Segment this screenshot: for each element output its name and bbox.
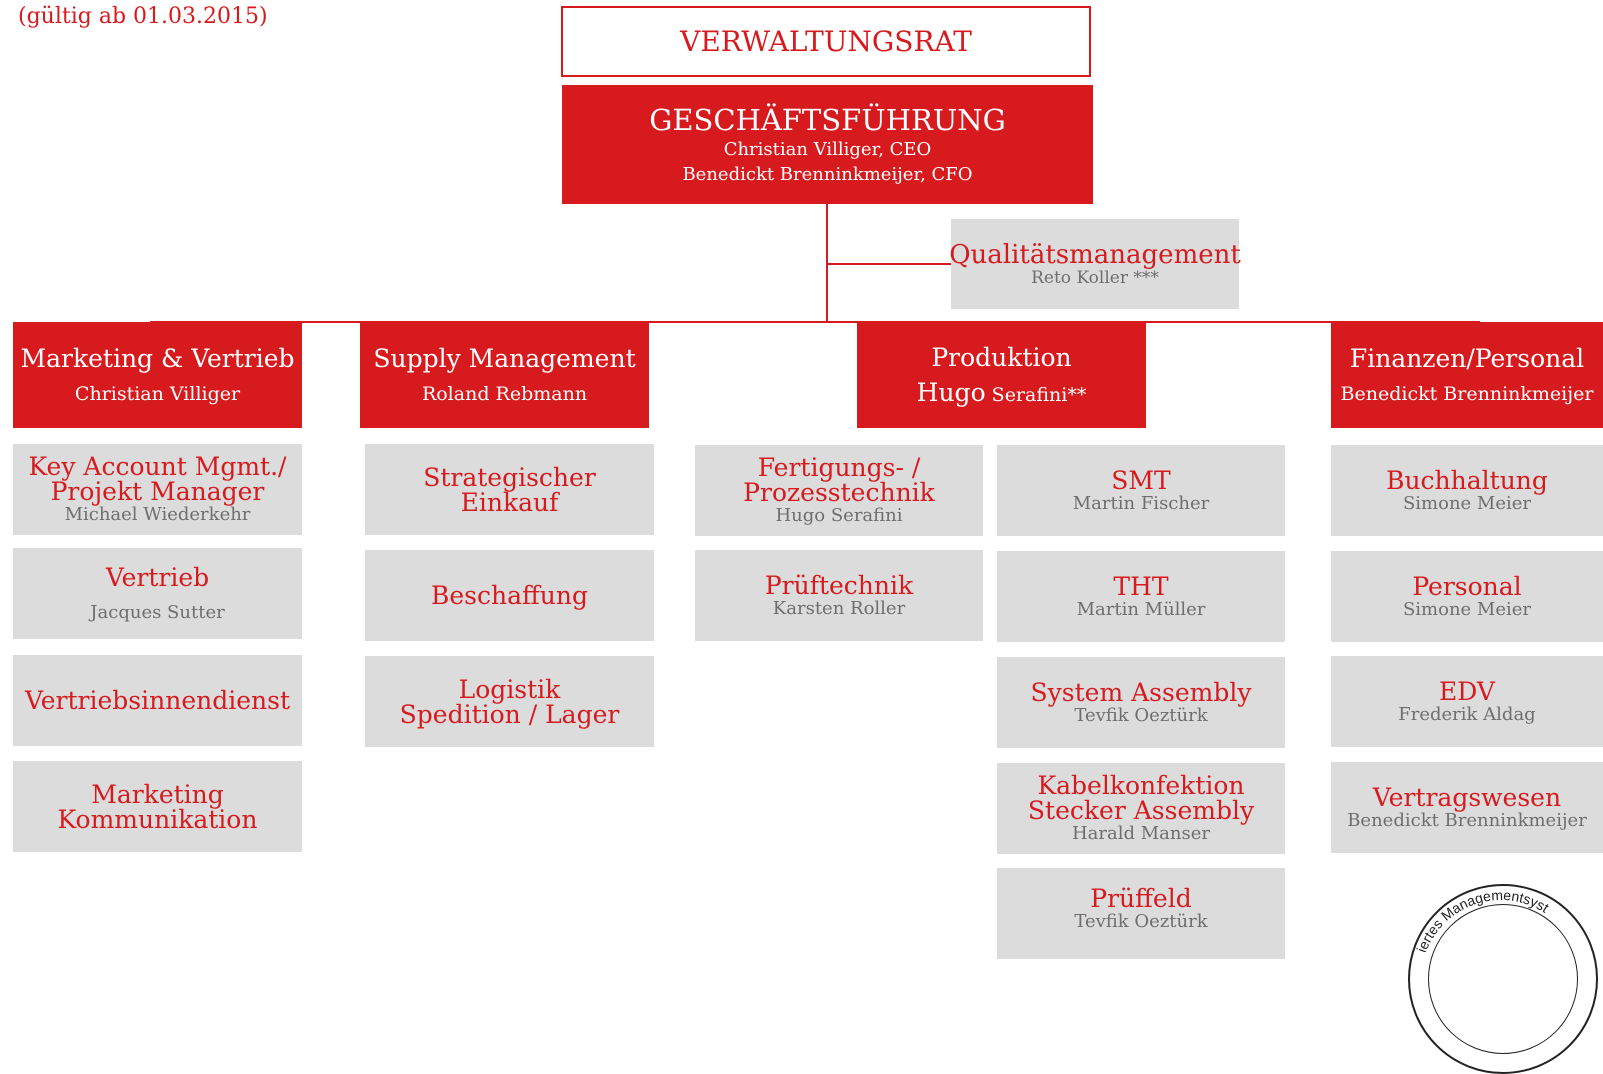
unit-title: Key Account Mgmt./ xyxy=(28,452,287,481)
unit-title: Marketing xyxy=(91,779,224,809)
unit-title: Beschaffung xyxy=(431,581,588,610)
management-person-ceo: Christian Villiger, CEO xyxy=(723,138,932,160)
unit-person: Hugo Serafini xyxy=(775,505,903,526)
unit-edv: EDV Frederik Aldag xyxy=(1331,656,1603,747)
unit-title: Einkauf xyxy=(460,487,559,517)
unit-title: Stecker Assembly xyxy=(1027,796,1255,825)
unit-title: THT xyxy=(1113,571,1169,601)
quality-title: Qualitätsmanagement xyxy=(949,239,1241,270)
unit-title: Prüffeld xyxy=(1090,884,1192,913)
unit-person: Martin Fischer xyxy=(1072,492,1210,514)
unit-title: Kommunikation xyxy=(57,804,258,834)
unit-beschaffung: Beschaffung xyxy=(365,550,654,641)
unit-strategischer-einkauf: Strategischer Einkauf xyxy=(365,444,654,535)
unit-person: Karsten Roller xyxy=(772,597,906,619)
unit-title: System Assembly xyxy=(1030,677,1252,707)
unit-tht: THT Martin Müller xyxy=(997,551,1285,642)
unit-buchhaltung: Buchhaltung Simone Meier xyxy=(1331,445,1603,536)
unit-title: Kabelkonfektion xyxy=(1037,771,1245,800)
unit-prueffeld: Prüffeld Tevfik Oeztürk xyxy=(997,868,1285,959)
quality-person: Reto Koller *** xyxy=(1031,267,1159,288)
unit-person: Frederik Aldag xyxy=(1398,703,1536,725)
unit-person: Tevfik Oeztürk xyxy=(1074,911,1208,932)
unit-key-account: Key Account Mgmt./ Projekt Manager Micha… xyxy=(13,444,302,535)
unit-title: Prüftechnik xyxy=(764,570,914,600)
dept-head-first: Hugo xyxy=(916,378,986,407)
dept-head: Hugo Serafini** xyxy=(916,378,1087,407)
unit-personal: Personal Simone Meier xyxy=(1331,551,1603,642)
unit-title: Projekt Manager xyxy=(50,477,265,506)
unit-title: Vertragswesen xyxy=(1372,782,1562,812)
management-person-cfo: Benedickt Brenninkmeijer, CFO xyxy=(682,163,973,185)
unit-title: Buchhaltung xyxy=(1386,465,1548,495)
unit-logistik: Logistik Spedition / Lager xyxy=(365,656,654,747)
unit-vertrieb: Vertrieb Jacques Sutter xyxy=(13,548,302,639)
management-title: GESCHÄFTSFÜHRUNG xyxy=(649,102,1006,137)
dept-head: Benedickt Brenninkmeijer xyxy=(1340,383,1594,405)
quality-management-box: Qualitätsmanagement Reto Koller *** xyxy=(949,219,1241,309)
unit-title: Prozesstechnik xyxy=(743,478,935,507)
unit-title: Vertriebsinnendienst xyxy=(25,686,290,715)
unit-vertragswesen: Vertragswesen Benedickt Brenninkmeijer xyxy=(1331,762,1603,853)
validity-date-note: (gültig ab 01.03.2015) xyxy=(18,4,268,29)
unit-fertigungstechnik: Fertigungs- / Prozesstechnik Hugo Serafi… xyxy=(695,445,983,536)
unit-system-assembly: System Assembly Tevfik Oeztürk xyxy=(997,657,1285,748)
unit-title: Spedition / Lager xyxy=(399,699,620,729)
unit-smt: SMT Martin Fischer xyxy=(997,445,1285,536)
unit-person: Benedickt Brenninkmeijer xyxy=(1347,809,1587,831)
unit-person: Martin Müller xyxy=(1076,598,1206,620)
dept-title: Finanzen/Personal xyxy=(1349,344,1585,373)
unit-title: Fertigungs- / xyxy=(757,453,921,482)
connector-horizontal-departments xyxy=(150,321,1480,323)
dept-produktion: Produktion Hugo Serafini** xyxy=(857,322,1146,428)
unit-title: EDV xyxy=(1439,676,1495,706)
unit-person: Michael Wiederkehr xyxy=(64,504,251,525)
board-box: VERWALTUNGSRAT xyxy=(561,6,1091,77)
unit-person: Simone Meier xyxy=(1402,598,1532,620)
unit-title: Strategischer xyxy=(423,462,596,492)
unit-title: Logistik xyxy=(458,674,561,704)
unit-vertriebsinnendienst: Vertriebsinnendienst xyxy=(13,655,302,746)
unit-title: SMT xyxy=(1111,465,1171,495)
dept-head: Roland Rebmann xyxy=(421,383,588,405)
dept-supply-management: Supply Management Roland Rebmann xyxy=(360,322,649,428)
unit-title: Personal xyxy=(1412,571,1522,601)
connector-quality xyxy=(826,263,951,265)
dept-marketing-vertrieb: Marketing & Vertrieb Christian Villiger xyxy=(13,322,302,428)
unit-title: Vertrieb xyxy=(105,562,210,592)
dept-title: Marketing & Vertrieb xyxy=(20,344,295,373)
unit-marketing-kommunikation: Marketing Kommunikation xyxy=(13,761,302,852)
unit-person: Jacques Sutter xyxy=(90,601,225,623)
management-box: GESCHÄFTSFÜHRUNG Christian Villiger, CEO… xyxy=(562,85,1093,204)
unit-prueftechnik: Prüftechnik Karsten Roller xyxy=(695,550,983,641)
unit-kabelkonfektion: Kabelkonfektion Stecker Assembly Harald … xyxy=(997,763,1285,854)
certification-seal-text: tifiziertes Managementsyst xyxy=(1408,887,1552,952)
unit-person: Simone Meier xyxy=(1402,492,1532,514)
dept-head: Christian Villiger xyxy=(74,383,241,405)
unit-person: Harald Manser xyxy=(1071,823,1210,844)
seal-text: tifiziertes Managementsyst xyxy=(1408,887,1552,952)
dept-finanzen-personal: Finanzen/Personal Benedickt Brenninkmeij… xyxy=(1331,322,1603,428)
unit-person: Tevfik Oeztürk xyxy=(1074,704,1208,726)
dept-title: Produktion xyxy=(931,343,1072,372)
board-title: VERWALTUNGSRAT xyxy=(680,25,972,58)
svg-text:tifiziertes Managementsyst: tifiziertes Managementsyst xyxy=(1408,887,1552,952)
dept-head-rest: Serafini** xyxy=(991,384,1087,406)
dept-title: Supply Management xyxy=(373,344,636,373)
